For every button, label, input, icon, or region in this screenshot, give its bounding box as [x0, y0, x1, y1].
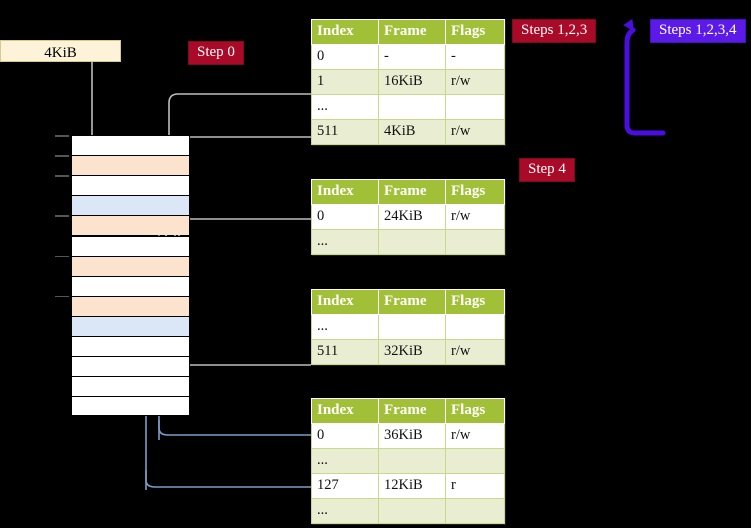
memory-frame-row: [71, 315, 190, 336]
column-header-frame: Frame: [378, 289, 446, 315]
table-cell: -: [445, 44, 505, 70]
column-header-flags: Flags: [445, 19, 505, 45]
memory-row-tick: [55, 135, 69, 137]
table-cell: r/w: [445, 423, 505, 449]
memory-frame-row: [71, 396, 190, 417]
wire-level2-out-up: [172, 314, 311, 366]
table-cell: 1: [311, 69, 379, 95]
table-cell: ...: [311, 448, 379, 474]
table-cell: 511: [311, 339, 379, 365]
column-header-frame: Frame: [378, 19, 446, 45]
badge-steps-123: Steps 1,2,3: [512, 19, 597, 43]
memory-row-tick: [55, 255, 69, 258]
table-cell: 0: [311, 204, 379, 230]
badge-steps-1234: Steps 1,2,3,4: [650, 19, 746, 43]
table-cell: [445, 448, 505, 474]
memory-row-tick: [55, 155, 69, 157]
column-header-frame: Frame: [378, 179, 446, 205]
memory-frame-row: [71, 336, 190, 357]
memory-frame-row: [71, 155, 190, 176]
table-row: ...: [311, 94, 505, 120]
table-cell: r/w: [445, 204, 505, 230]
column-header-flags: Flags: [445, 289, 505, 315]
table-cell: [378, 94, 446, 120]
table-row: 0--: [311, 44, 505, 70]
column-header-index: Index: [311, 179, 379, 205]
memory-frame-row: [71, 175, 190, 196]
table-cell: 127: [311, 473, 379, 499]
table-row: ...: [311, 448, 505, 474]
memory-frame-row: [71, 195, 190, 216]
memory-frame-row: [71, 376, 190, 397]
table-cell: [445, 314, 505, 340]
table-cell: 24KiB: [378, 204, 446, 230]
table-cell: [445, 229, 505, 255]
column-header-frame: Frame: [378, 398, 446, 424]
column-header-flags: Flags: [445, 398, 505, 424]
column-header-index: Index: [311, 289, 379, 315]
wire-level3-row0-out: [158, 420, 311, 436]
table-cell: ...: [311, 229, 379, 255]
memory-frame-row: [71, 356, 190, 377]
table-row: ...: [311, 314, 505, 340]
table-cell: 32KiB: [378, 339, 446, 365]
table-cell: r: [445, 473, 505, 499]
table-cell: [445, 498, 505, 524]
physical-memory-column: [55, 135, 190, 417]
table-cell: 12KiB: [378, 473, 446, 499]
table-cell: r/w: [445, 339, 505, 365]
memory-row-tick: [55, 175, 69, 177]
memory-frame-row: [71, 275, 190, 296]
wire-level1-out: [174, 218, 311, 262]
memory-frame-row: [71, 235, 190, 256]
wire-level0-row1-to-memory: [168, 93, 311, 162]
table-cell: ...: [311, 498, 379, 524]
badge-step-0: Step 0: [188, 41, 244, 65]
memory-frame-row: [71, 215, 190, 236]
bracket-steps-1234: [623, 19, 666, 136]
memory-frame-row: [71, 135, 190, 156]
memory-row-tick: [55, 215, 69, 217]
table-cell: [445, 94, 505, 120]
table-cell: 36KiB: [378, 423, 446, 449]
column-header-index: Index: [311, 398, 379, 424]
table-cell: 0: [311, 423, 379, 449]
column-header-flags: Flags: [445, 179, 505, 205]
memory-frame-row: [71, 255, 190, 276]
table-cell: -: [378, 44, 446, 70]
table-cell: 511: [311, 119, 379, 145]
table-cell: r/w: [445, 69, 505, 95]
table-cell: [378, 229, 446, 255]
table-row: ...: [311, 498, 505, 524]
table-cell: 0: [311, 44, 379, 70]
memory-row-tick: [55, 295, 69, 298]
badge-step-4: Step 4: [519, 158, 575, 182]
table-cell: 4KiB: [378, 119, 446, 145]
column-header-index: Index: [311, 19, 379, 45]
table-cell: 16KiB: [378, 69, 446, 95]
wire-level3-row127-out: [145, 470, 311, 488]
memory-frame-row: [71, 295, 190, 316]
table-cell: [378, 448, 446, 474]
table-cell: [378, 314, 446, 340]
table-cell: r/w: [445, 119, 505, 145]
table-row: ...: [311, 229, 505, 255]
table-cell: ...: [311, 94, 379, 120]
table-cell: [378, 498, 446, 524]
size-label-4kib: 4KiB: [0, 40, 121, 62]
table-cell: ...: [311, 314, 379, 340]
